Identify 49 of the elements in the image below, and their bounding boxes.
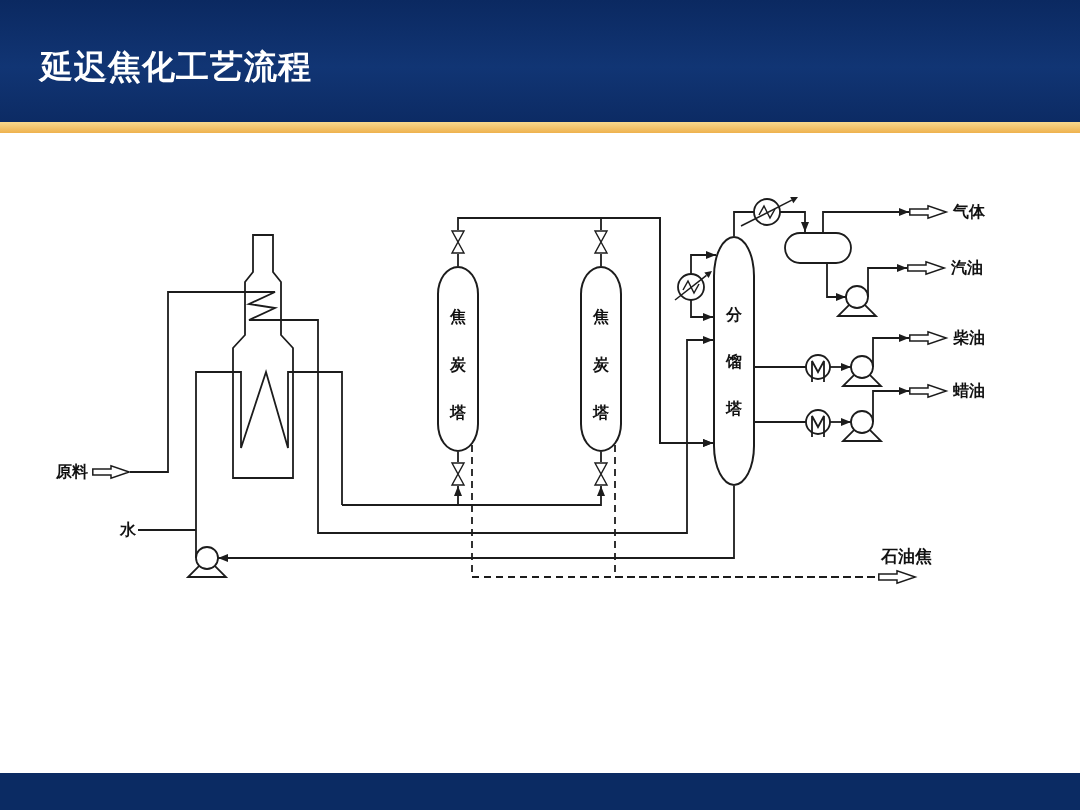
slide-title: 延迟焦化工艺流程 [40,48,312,87]
pipe-line [754,366,807,368]
flow-arrow [600,217,714,447]
flow-arrow [217,485,735,562]
stream-label: 柴油 [953,328,986,348]
stream-label: 原料 [56,462,89,482]
leader-line [137,529,197,531]
flow-arrow [293,319,714,534]
cooler-symbol [805,409,831,439]
pipe-line [293,371,343,506]
flow-arrow [779,211,809,233]
vessel-label: 焦炭塔 [593,306,609,424]
valve-symbol [594,462,608,486]
coke-drum [437,266,479,452]
pump-symbol [185,546,229,578]
flow-arrow [826,263,847,301]
pipe-line [754,421,807,423]
pump-symbol [840,355,884,387]
heat-exchanger-symbol [740,195,800,228]
pipe-line [457,451,459,463]
pipe-line [600,451,602,463]
flow-arrow [829,363,852,371]
pump-symbol [835,285,879,317]
flow-arrow [341,485,605,506]
heat-exchanger-symbol [673,268,713,304]
reflux-drum [784,232,852,264]
pipe-line [600,253,602,267]
flow-arrow [690,251,717,275]
flow-arrow [690,299,714,321]
cooler-symbol [805,354,831,384]
fractionation-column [713,236,755,486]
flow-arrow [822,208,910,233]
vessel-label: 分馏塔 [726,304,742,421]
valve-symbol [451,230,465,254]
stream-label: 气体 [953,202,986,222]
stream-label: 汽油 [951,258,984,278]
stream-label: 水 [120,520,138,540]
stream-label: 蜡油 [953,381,986,401]
valve-symbol [451,462,465,486]
coke-drum [580,266,622,452]
pipe-line [129,291,233,473]
furnace-symbol [232,234,294,480]
pipe-line [457,253,459,267]
flow-arrow [829,418,852,426]
stream-label: 石油焦 [881,546,933,566]
vessel-label: 焦炭塔 [450,306,466,424]
valve-symbol [594,230,608,254]
pipe-line [733,211,755,237]
pump-symbol [840,410,884,442]
